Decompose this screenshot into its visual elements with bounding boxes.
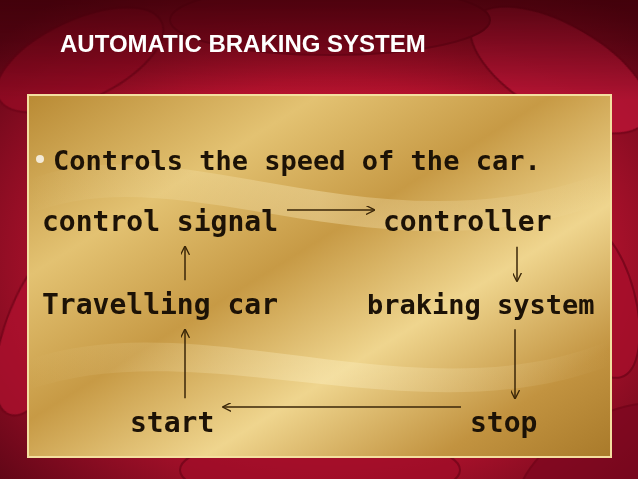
step-text: Travelling car bbox=[42, 288, 278, 322]
flow-arrow bbox=[223, 406, 461, 408]
slide-title: AUTOMATIC BRAKING SYSTEM bbox=[60, 30, 426, 58]
bullet-text: Controls the speed of the car. bbox=[53, 145, 541, 176]
flow-step: Travelling car bbox=[39, 286, 281, 324]
bullet bbox=[36, 155, 44, 163]
flow-arrow bbox=[514, 329, 516, 398]
step-text: stop bbox=[470, 406, 537, 440]
flow-step: controller bbox=[380, 203, 555, 241]
step-text: start bbox=[130, 406, 214, 440]
flow-step: braking system bbox=[364, 287, 598, 323]
flow-step: control signal bbox=[39, 203, 281, 241]
flow-step: start bbox=[127, 404, 217, 442]
flow-step: stop bbox=[467, 404, 540, 442]
gold-panel bbox=[28, 95, 611, 457]
flow-arrow bbox=[184, 330, 186, 398]
step-text: braking system bbox=[367, 289, 595, 321]
flow-arrow bbox=[287, 209, 374, 211]
satin-sheen bbox=[28, 340, 611, 392]
flow-arrow bbox=[516, 247, 518, 281]
step-text: control signal bbox=[42, 205, 278, 239]
step-text: controller bbox=[383, 205, 552, 239]
title-shade bbox=[0, 0, 638, 100]
flow-arrow bbox=[184, 247, 186, 280]
